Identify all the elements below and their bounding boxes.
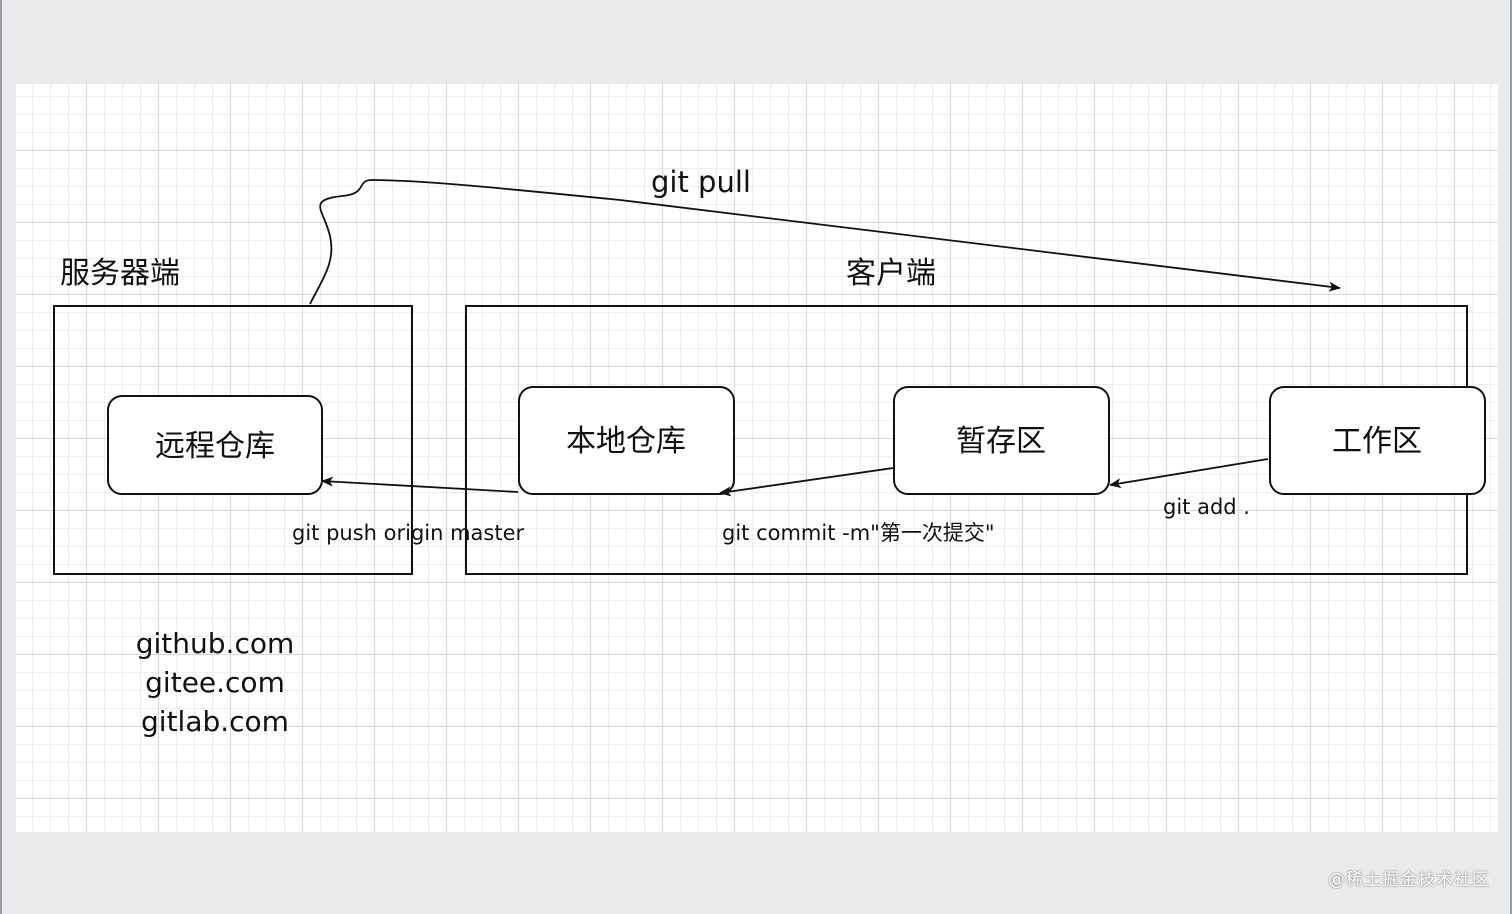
remote-repo-label: 远程仓库: [155, 429, 275, 464]
working-area-node[interactable]: [1269, 386, 1486, 495]
host-gitlab: gitlab.com: [141, 705, 289, 738]
git-pull-arrow[interactable]: [309, 179, 1341, 305]
host-github: github.com: [136, 627, 295, 660]
remote-repo-node[interactable]: [107, 395, 323, 495]
git-add-arrow[interactable]: [1109, 458, 1269, 489]
git-pull-label: git pull: [651, 165, 751, 199]
working-area-label: 工作区: [1332, 424, 1422, 459]
server-side-label: 服务器端: [60, 256, 180, 291]
server-side-container[interactable]: [53, 305, 413, 575]
staging-area-label: 暂存区: [956, 424, 1046, 459]
local-repo-label: 本地仓库: [566, 424, 686, 459]
git-commit-arrow[interactable]: [719, 467, 894, 497]
git-push-arrow[interactable]: [321, 476, 519, 493]
staging-area-node[interactable]: [893, 386, 1110, 495]
client-side-label: 客户端: [846, 256, 936, 291]
git-commit-label: git commit -m"第一次提交": [722, 521, 994, 545]
window-right-border: [1510, 0, 1512, 914]
local-repo-node[interactable]: [518, 386, 735, 495]
watermark: @稀土掘金技术社区: [1328, 870, 1490, 890]
git-add-label: git add .: [1163, 495, 1250, 519]
window-left-border: [0, 0, 2, 914]
host-gitee: gitee.com: [145, 666, 285, 699]
git-push-label: git push origin master: [292, 521, 525, 545]
